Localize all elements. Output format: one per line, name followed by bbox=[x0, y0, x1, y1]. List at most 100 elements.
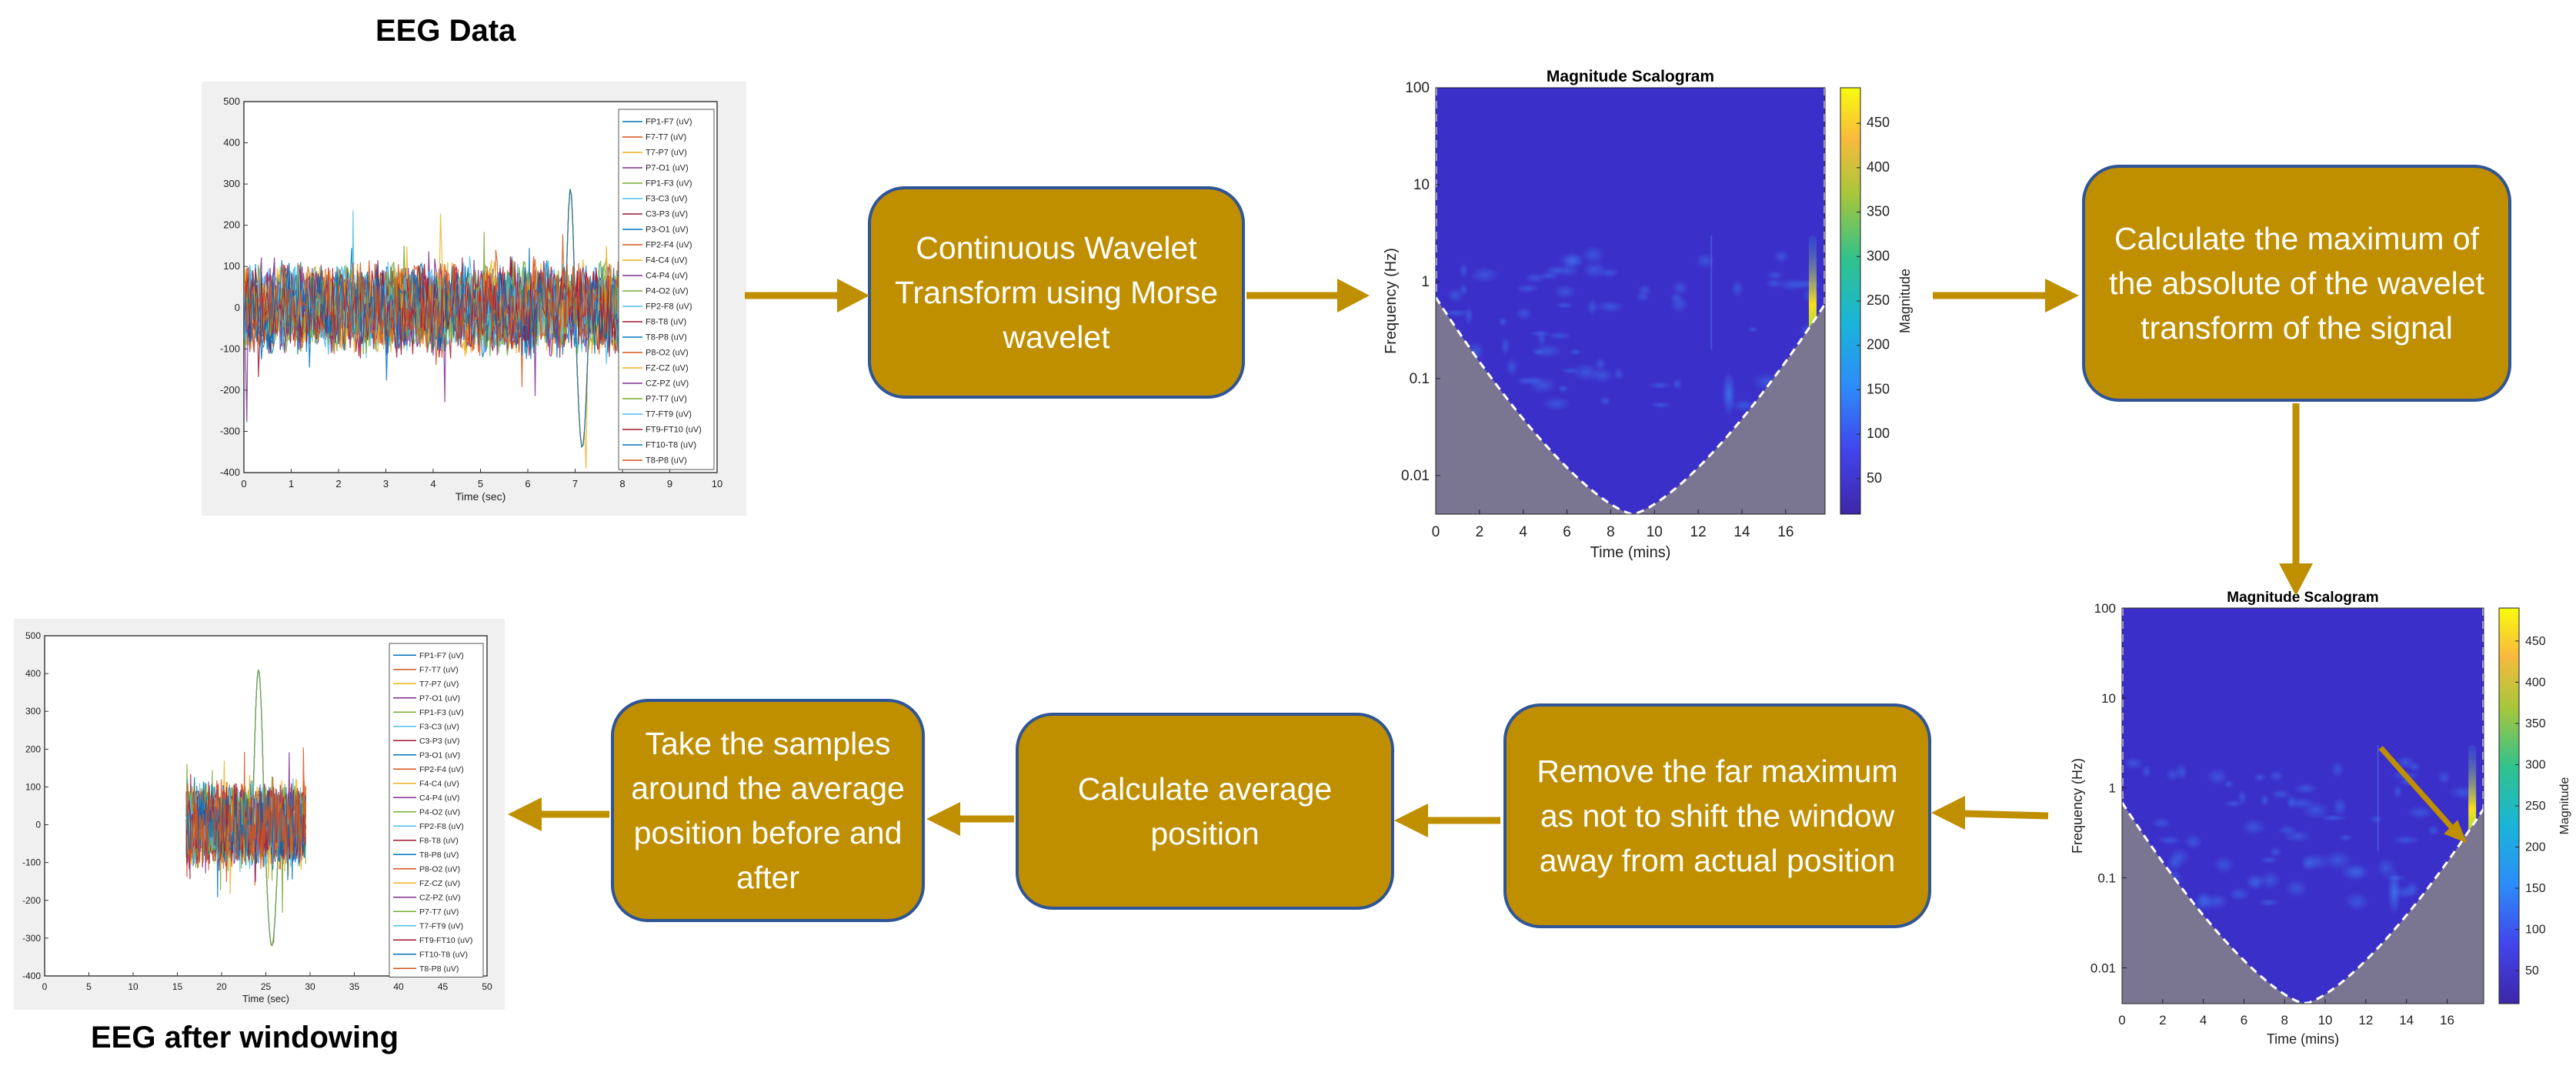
scalogram-blob bbox=[1594, 356, 1607, 372]
x-tick-label: 5 bbox=[478, 478, 483, 490]
x-tick-label: 10 bbox=[712, 478, 722, 490]
legend-label: CZ-PZ (uV) bbox=[419, 893, 461, 902]
colorbar-tick-label: 100 bbox=[2525, 924, 2546, 937]
scalogram-blob bbox=[1531, 343, 1563, 359]
scalogram-blob bbox=[1469, 267, 1500, 283]
legend-label: F8-T8 (uV) bbox=[419, 836, 459, 845]
x-tick-label: 0 bbox=[42, 981, 48, 992]
x-tick-label: 12 bbox=[1690, 524, 1707, 540]
remove-far-maximum-step-label: Remove the far maximum as not to shift t… bbox=[1537, 753, 1898, 879]
scalogram-blob bbox=[1557, 384, 1570, 393]
scalogram-blob bbox=[1568, 348, 1583, 356]
legend-label: F7-T7 (uV) bbox=[646, 133, 686, 142]
scalogram-blob bbox=[1595, 300, 1625, 313]
scalogram-blob bbox=[2347, 864, 2370, 881]
scalogram-blob bbox=[2268, 770, 2284, 782]
calculate-maximum-step-box: Calculate the maximum of the absolute of… bbox=[2082, 165, 2511, 402]
scalogram-blob bbox=[2156, 835, 2183, 845]
legend-label: FP1-F3 (uV) bbox=[419, 708, 464, 717]
scalogram-blob bbox=[2253, 773, 2267, 782]
x-tick-label: 10 bbox=[2318, 1013, 2333, 1028]
legend-label: P3-O1 (uV) bbox=[419, 750, 460, 760]
maximum-pointer-arrowhead bbox=[2444, 820, 2468, 844]
y-tick-label: 10 bbox=[2101, 691, 2116, 706]
scalogram-blob bbox=[1613, 366, 1624, 381]
arrow-remove-to-average bbox=[1394, 804, 1500, 837]
scalogram-blob bbox=[1694, 252, 1716, 269]
scalogram-blob bbox=[1765, 278, 1784, 289]
legend-label: P7-O1 (uV) bbox=[646, 164, 689, 173]
y-tick-label: 400 bbox=[25, 668, 41, 679]
scalogram-blob bbox=[2184, 834, 2203, 850]
scalogram-blob bbox=[2284, 878, 2309, 898]
eeg-data-title: EEG Data bbox=[375, 14, 516, 48]
x-tick-label: 14 bbox=[2399, 1013, 2414, 1028]
colorbar-tick-label: 400 bbox=[1867, 159, 1890, 175]
colorbar-tick-label: 300 bbox=[1867, 248, 1890, 263]
take-samples-step-label: Take the samples around the average posi… bbox=[631, 725, 905, 896]
y-tick-label: 100 bbox=[1405, 80, 1430, 96]
legend-label: F4-C4 (uV) bbox=[419, 779, 459, 788]
cone-of-influence-boundary bbox=[2121, 801, 2485, 1005]
scalogram-blob bbox=[2331, 760, 2345, 778]
y-tick-label: 0.1 bbox=[1410, 371, 1430, 387]
y-tick-label: 200 bbox=[223, 219, 240, 231]
scalogram-blob bbox=[2318, 814, 2348, 822]
y-axis-label: Frequency (Hz) bbox=[2070, 758, 2085, 854]
scalogram-blob bbox=[1500, 336, 1511, 356]
x-tick-label: 9 bbox=[667, 478, 672, 490]
scalogram-blob bbox=[2338, 834, 2353, 842]
x-tick-label: 2 bbox=[2159, 1013, 2166, 1028]
scalogram-blob bbox=[1446, 287, 1465, 303]
scalogram-blob bbox=[1589, 367, 1615, 383]
legend-label: P4-O2 (uV) bbox=[419, 807, 460, 817]
scalogram-blob bbox=[1555, 301, 1574, 309]
scalogram-frame bbox=[2121, 607, 2484, 1004]
scalogram-blob bbox=[2369, 814, 2383, 824]
y-tick-label: -300 bbox=[220, 425, 240, 436]
eeg-trace bbox=[244, 256, 623, 354]
legend-label: C4-P4 (uV) bbox=[419, 794, 460, 803]
colorbar-tick-label: 400 bbox=[2525, 676, 2546, 689]
colorbar-tick-label: 250 bbox=[2525, 800, 2546, 813]
x-tick-label: 10 bbox=[128, 981, 138, 992]
legend-label: FP1-F7 (uV) bbox=[419, 651, 464, 660]
legend-label: P7-T7 (uV) bbox=[646, 395, 687, 404]
x-tick-label: 6 bbox=[2241, 1013, 2247, 1028]
scalogram-blob bbox=[1672, 378, 1683, 390]
scalogram-blob bbox=[2407, 805, 2434, 820]
scalogram-streak bbox=[2387, 868, 2401, 915]
scalogram-blob bbox=[2223, 800, 2244, 808]
scalogram-blob bbox=[1545, 265, 1566, 276]
y-tick-label: 100 bbox=[223, 260, 240, 272]
arrow-max-to-scalogram2 bbox=[2279, 403, 2313, 596]
arrow-scalogram2-to-remove bbox=[1931, 796, 2049, 830]
colorbar-tick-label: 200 bbox=[2525, 841, 2546, 854]
scalogram-blob bbox=[1647, 381, 1673, 389]
scalogram-frame bbox=[1435, 87, 1826, 515]
legend-box bbox=[389, 643, 484, 977]
y-tick-label: -200 bbox=[220, 384, 240, 396]
x-tick-label: 0 bbox=[241, 478, 246, 490]
legend-label: FT10-T8 (uV) bbox=[419, 950, 468, 959]
x-axis-label: Time (sec) bbox=[455, 490, 506, 503]
legend-label: T7-P7 (uV) bbox=[646, 149, 687, 158]
scalogram-blob bbox=[2293, 783, 2319, 795]
scalogram-blob bbox=[1541, 396, 1572, 411]
x-tick-label: 8 bbox=[1607, 524, 1615, 540]
scalogram-blob bbox=[1440, 309, 1472, 317]
x-tick-label: 6 bbox=[1563, 524, 1571, 540]
y-axis-label: Frequency (Hz) bbox=[1383, 248, 1400, 354]
x-tick-label: 4 bbox=[1519, 524, 1527, 540]
x-tick-label: 6 bbox=[525, 478, 530, 490]
scalogram-blob bbox=[2213, 855, 2235, 874]
arrow-eeg-to-cwt bbox=[745, 279, 869, 312]
x-tick-label: 2 bbox=[1476, 524, 1484, 540]
scalogram-title: Magnitude Scalogram bbox=[1547, 68, 1714, 85]
scalogram-blob bbox=[2227, 887, 2251, 902]
x-axis-label: Time (mins) bbox=[2267, 1031, 2339, 1047]
scalogram-blob bbox=[2174, 763, 2188, 781]
colorbar-tick-label: 200 bbox=[1867, 337, 1890, 353]
colorbar-tick-label: 150 bbox=[2525, 882, 2546, 895]
